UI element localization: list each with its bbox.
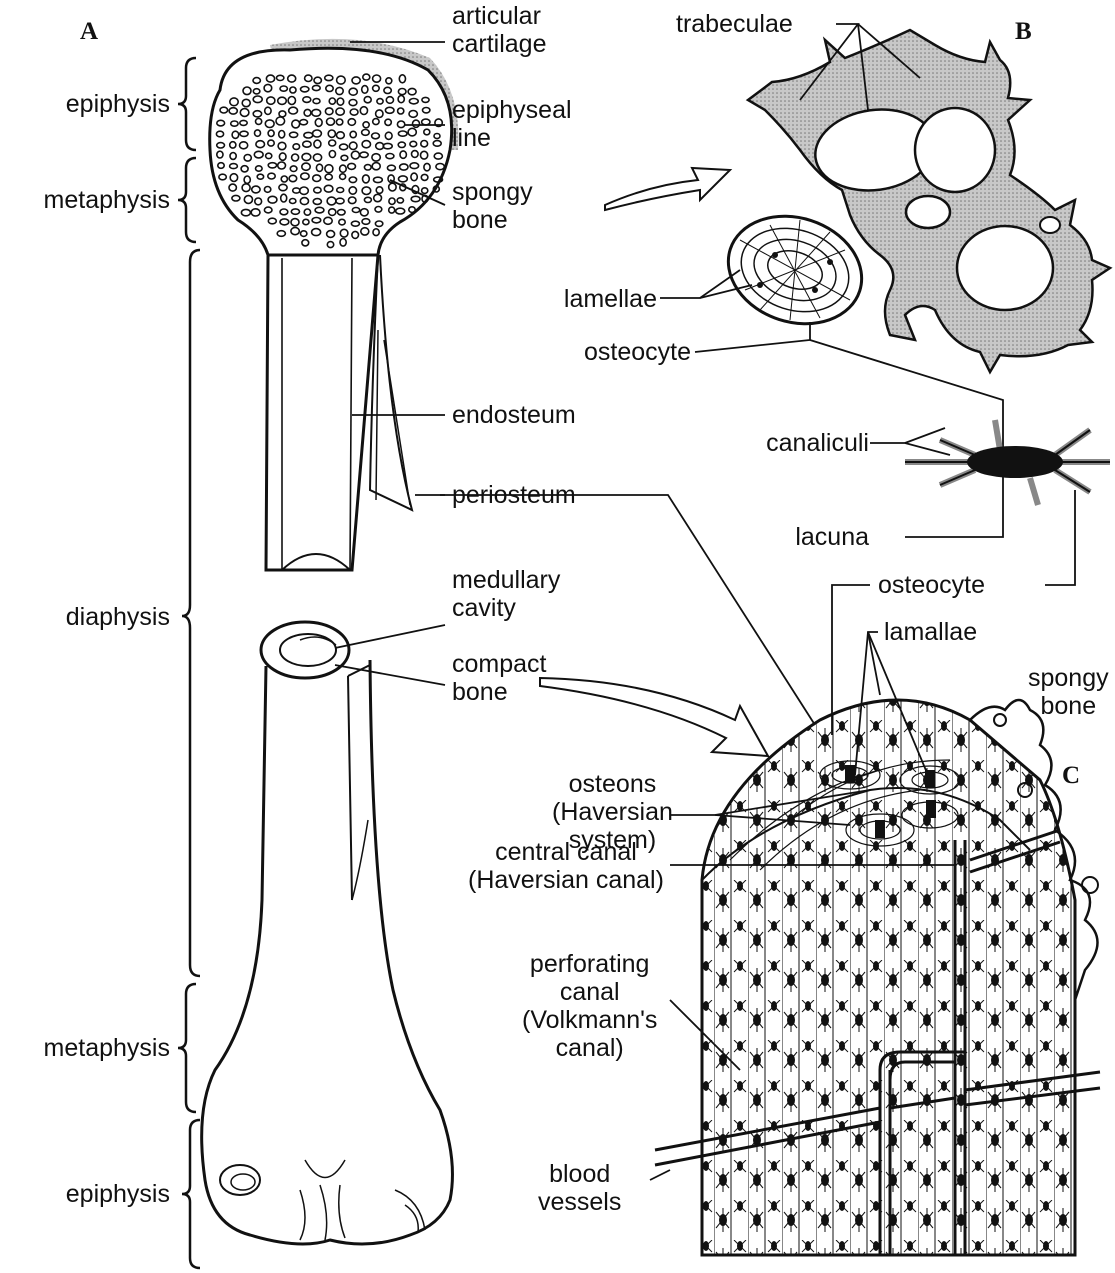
label-central-canal: central canal (Haversian canal) bbox=[468, 838, 664, 894]
region-metaphysis-bottom: metaphysis bbox=[44, 1034, 170, 1062]
label-spongy-bone-c: spongy bone bbox=[1028, 664, 1109, 720]
diaphysis-shaft-lower bbox=[202, 660, 453, 1244]
panel-label-a: A bbox=[80, 18, 98, 46]
panel-label-c: C bbox=[1062, 762, 1080, 790]
label-articular-cartilage: articular cartilage bbox=[452, 2, 547, 58]
label-spongy-bone: spongy bone bbox=[452, 178, 533, 234]
label-medullary-cavity: medullary cavity bbox=[452, 566, 560, 622]
osteocyte-lacuna bbox=[905, 420, 1110, 505]
label-blood-vessels: blood vessels bbox=[538, 1160, 621, 1216]
region-brackets bbox=[178, 58, 200, 1268]
label-endosteum: endosteum bbox=[452, 401, 576, 429]
label-lamellae: lamellae bbox=[564, 285, 657, 313]
label-lacuna: lacuna bbox=[795, 523, 869, 551]
label-canaliculi: canaliculi bbox=[766, 429, 869, 457]
panel-label-b: B bbox=[1015, 18, 1032, 46]
endosteum-line bbox=[282, 258, 352, 570]
region-metaphysis-top: metaphysis bbox=[44, 186, 170, 214]
label-periosteum: periosteum bbox=[452, 481, 576, 509]
medullary-cavity-shape bbox=[280, 634, 336, 666]
region-diaphysis: diaphysis bbox=[66, 603, 170, 631]
label-lamallae: lamallae bbox=[884, 618, 977, 646]
label-trabeculae: trabeculae bbox=[676, 10, 793, 38]
label-compact-bone: compact bone bbox=[452, 650, 546, 706]
label-epiphyseal-line: epiphyseal line bbox=[452, 96, 572, 152]
label-perforating-canal: perforating canal (Volkmann's canal) bbox=[522, 950, 657, 1062]
compact-bone-block bbox=[655, 700, 1100, 1255]
region-epiphysis-top: epiphysis bbox=[66, 90, 170, 118]
region-epiphysis-bottom: epiphysis bbox=[66, 1180, 170, 1208]
label-osteocyte-c: osteocyte bbox=[878, 571, 985, 599]
label-osteocyte-b: osteocyte bbox=[584, 338, 691, 366]
